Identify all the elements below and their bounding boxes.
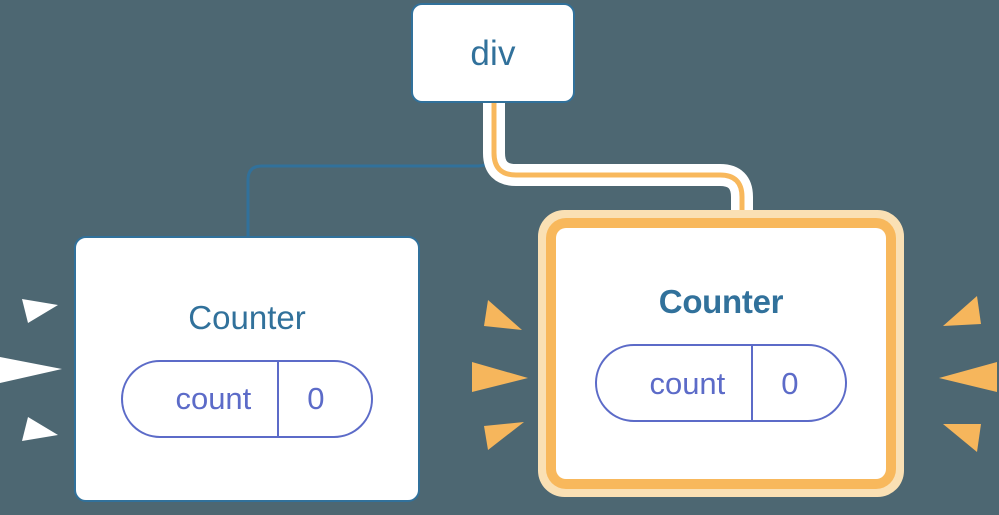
node-counter-right[interactable]: Counter count 0 (556, 228, 886, 479)
state-key-count: count (649, 365, 726, 401)
state-pill-counter-right: count 0 (595, 344, 847, 422)
edge-div-to-counter-right-halo (483, 103, 753, 240)
node-counter-right-label: Counter (658, 283, 784, 320)
node-div-label: div (470, 33, 516, 73)
state-value-count: 0 (751, 346, 844, 420)
node-counter-left[interactable]: Counter count 0 (74, 236, 420, 502)
node-div[interactable]: div (411, 3, 575, 103)
state-value-count: 0 (277, 361, 370, 436)
state-key-count: count (175, 381, 252, 416)
edge-div-to-counter-right (491, 103, 745, 240)
state-pill-counter-left: count 0 (121, 359, 373, 438)
edge-div-to-counter-left (246, 101, 494, 240)
node-counter-left-label: Counter (188, 298, 306, 336)
